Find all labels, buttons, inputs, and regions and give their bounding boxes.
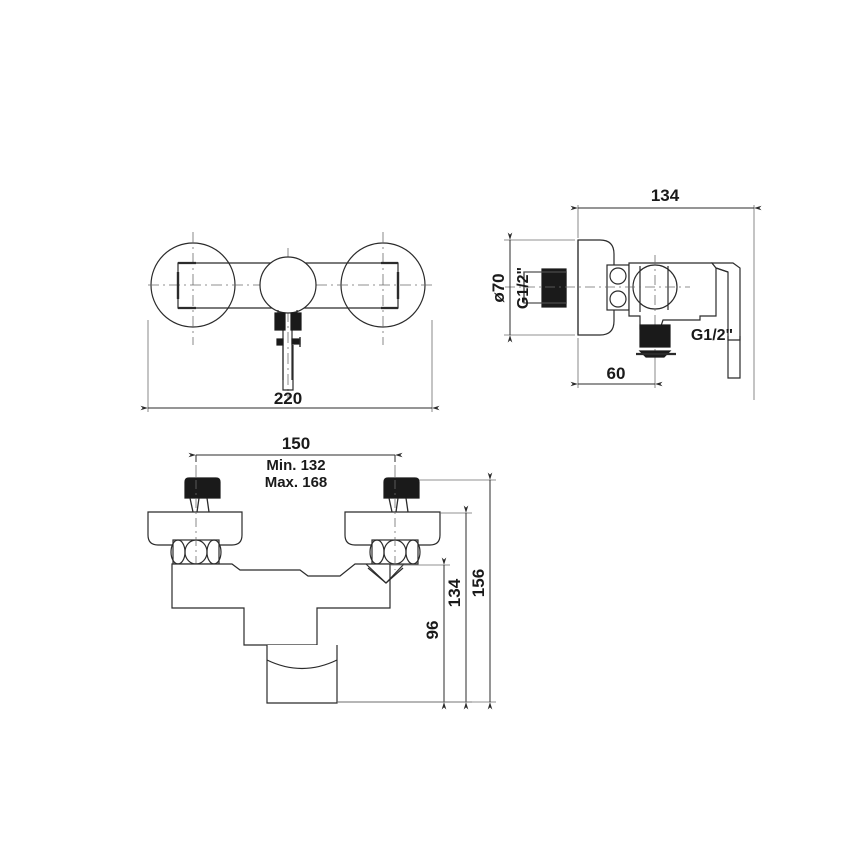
- eccentric-circle-top: [609, 267, 627, 285]
- front-view: [140, 232, 440, 412]
- right-nub: [291, 338, 301, 345]
- right-collar-block: [290, 312, 302, 331]
- dimension-label-134-height: 134: [445, 578, 464, 607]
- left-nub: [276, 338, 284, 346]
- dimension-label-min132: Min. 132: [266, 457, 325, 474]
- left-eccentric-cap: [147, 511, 243, 546]
- dimension-d70: [504, 232, 575, 343]
- center-mixer-body: [259, 256, 317, 314]
- dimension-label-150: 150: [282, 434, 310, 453]
- dimension-150: [188, 452, 403, 478]
- dimension-label-d70: ø70: [489, 273, 508, 302]
- right-nut: [383, 477, 420, 499]
- dimension-label-96: 96: [423, 621, 442, 640]
- dimension-220: [140, 320, 440, 412]
- dimension-label-220: 220: [274, 389, 302, 408]
- right-eccentric-cap: [344, 511, 441, 546]
- inlet-thread-ext: [524, 271, 566, 304]
- lever-bevel: [715, 267, 729, 273]
- left-nut: [184, 477, 221, 499]
- eccentric-circle-bottom: [609, 290, 627, 308]
- spout-cylinder-ellipse: [266, 659, 338, 669]
- dimension-label-134-depth: 134: [651, 186, 680, 205]
- left-collar-block: [274, 312, 286, 331]
- annotation-label-outlet-thread: G1/2": [691, 327, 733, 344]
- spout-tube: [282, 345, 294, 391]
- mixer-body-plan: [171, 563, 391, 646]
- dimension-label-60: 60: [607, 364, 626, 383]
- spout-cylinder: [266, 645, 338, 704]
- bottom-view: [147, 452, 496, 710]
- dimension-156: [337, 472, 496, 710]
- v-notch-inner-right: [385, 567, 404, 584]
- dimension-label-max168: Max. 168: [265, 474, 328, 491]
- dimension-60-depth: [570, 338, 663, 388]
- nut-legs: [189, 497, 409, 513]
- side-view: [504, 205, 762, 400]
- v-notch-inner-left: [367, 567, 387, 584]
- dimension-134-depth: [570, 205, 762, 400]
- wall-flange: [577, 239, 615, 336]
- lever-shaft: [727, 336, 741, 379]
- dimension-label-156: 156: [469, 569, 488, 597]
- bottom-centerlines: [195, 480, 396, 570]
- annotation-label-inlet-thread: G1/2": [515, 267, 532, 309]
- outlet-thread-block: [639, 324, 671, 348]
- arm-joint-ticks: [178, 261, 398, 310]
- eccentric-housing: [606, 264, 630, 311]
- right-connector-ellipse-c: [405, 539, 421, 565]
- inlet-thread-block: [541, 268, 567, 308]
